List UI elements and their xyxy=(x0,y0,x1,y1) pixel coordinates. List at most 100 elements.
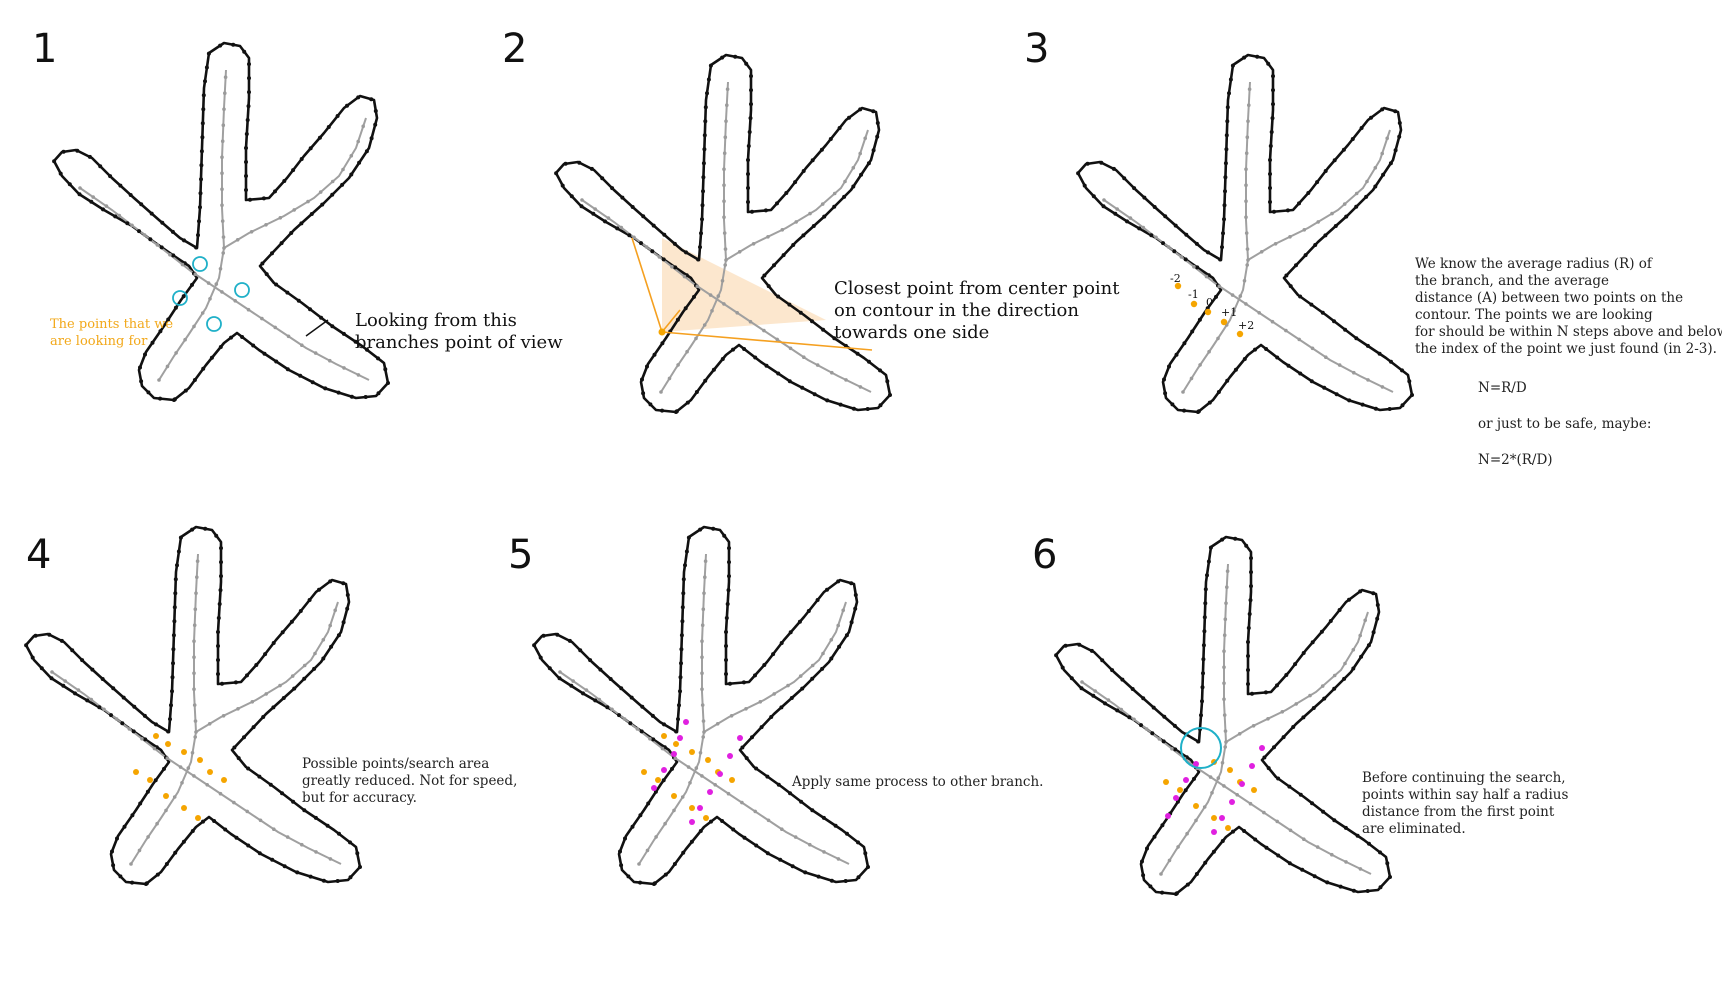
contour-point xyxy=(1224,133,1229,138)
contour-point xyxy=(663,872,668,877)
centerline-point xyxy=(1302,228,1307,232)
centerline-point xyxy=(700,655,704,659)
centerline-point xyxy=(192,671,196,675)
contour-point xyxy=(61,683,66,688)
centerline-point xyxy=(780,228,785,232)
contour-point xyxy=(336,633,341,638)
centerline-point xyxy=(1354,191,1359,196)
contour-point xyxy=(1344,214,1349,219)
contour-point xyxy=(1200,685,1205,690)
contour-point xyxy=(1174,891,1179,896)
centerline-point xyxy=(780,827,784,831)
pointer-line xyxy=(305,319,329,337)
centerline-point xyxy=(1248,801,1253,806)
centerline-point xyxy=(1337,363,1342,367)
contour-point xyxy=(218,345,223,349)
contour-point xyxy=(1306,191,1311,195)
centerline-point xyxy=(1245,263,1249,267)
contour-point xyxy=(199,149,204,154)
contour-point xyxy=(172,619,177,624)
contour-point xyxy=(698,245,702,250)
contour-point xyxy=(1264,347,1269,351)
contour-point xyxy=(762,663,767,667)
search-sector xyxy=(662,238,826,332)
contour-point xyxy=(1115,708,1120,713)
centerline-point xyxy=(725,87,730,91)
centerline-point xyxy=(858,151,862,156)
contour-point xyxy=(1266,766,1271,771)
centerline-point xyxy=(1223,745,1227,749)
contour-point xyxy=(683,563,687,568)
contour-point xyxy=(244,188,248,192)
contour-point xyxy=(681,850,686,855)
contour-point xyxy=(1388,875,1392,879)
centerline-point xyxy=(1141,225,1146,230)
contour-point xyxy=(1266,61,1271,66)
contour-point xyxy=(295,870,300,875)
contour-point xyxy=(1103,701,1107,706)
contour-point xyxy=(341,581,346,586)
contour-point xyxy=(661,778,666,783)
contour-point xyxy=(321,656,326,661)
centerline-point xyxy=(1308,693,1312,698)
contour-point xyxy=(1076,171,1081,176)
centerline-point xyxy=(1330,852,1334,857)
contour-point xyxy=(1312,874,1317,879)
contour-point xyxy=(1195,265,1200,270)
contour-point xyxy=(603,219,607,224)
contour-point xyxy=(605,705,610,710)
centerline-point xyxy=(1280,710,1285,714)
contour-point xyxy=(1388,161,1393,166)
contour-point xyxy=(1185,882,1190,887)
centerline-point xyxy=(663,821,667,826)
contour-point xyxy=(746,186,750,190)
centerline-point xyxy=(146,835,150,839)
contour-point xyxy=(75,148,80,153)
contour-point xyxy=(248,197,252,202)
centerline-point xyxy=(260,316,264,321)
centerline-point xyxy=(1247,87,1252,91)
centerline-point xyxy=(1380,151,1384,156)
centerline-point xyxy=(722,183,726,187)
contour-point xyxy=(244,146,248,150)
contour-point xyxy=(349,394,354,399)
contour-point xyxy=(724,616,729,620)
centerline-point xyxy=(1315,845,1320,849)
centerline-point xyxy=(722,199,726,203)
contour-point xyxy=(155,872,160,877)
centerline-point xyxy=(829,638,834,642)
panel-1-left-note: The points that we are looking for xyxy=(50,317,177,349)
contour-point xyxy=(727,560,731,565)
contour-point xyxy=(232,745,237,750)
centerline-point xyxy=(580,198,584,202)
contour-point xyxy=(251,343,256,348)
centerline-point xyxy=(306,199,310,204)
contour-point xyxy=(24,643,29,648)
contour-point xyxy=(192,378,197,382)
contour-point xyxy=(1400,403,1405,408)
contour-point xyxy=(765,774,770,779)
contour-point xyxy=(118,874,123,879)
centerline-point xyxy=(180,781,184,785)
contour-point xyxy=(759,725,764,730)
contour-point xyxy=(1202,629,1207,634)
contour-point xyxy=(234,835,239,840)
contour-point xyxy=(1338,884,1343,889)
centerline-point xyxy=(1245,247,1250,251)
centerline-point xyxy=(1352,370,1356,375)
centerline-point xyxy=(737,250,742,254)
centerline-point xyxy=(1223,617,1228,621)
contour-point xyxy=(39,666,44,671)
contour-point xyxy=(1063,643,1068,648)
contour-point xyxy=(1375,603,1380,607)
contour-point xyxy=(701,189,705,194)
centerline-point xyxy=(701,719,706,723)
contour-point xyxy=(244,132,249,136)
contour-point xyxy=(560,183,565,188)
centerline-point xyxy=(192,703,197,707)
contour-point xyxy=(750,209,754,214)
centerline-point xyxy=(222,107,226,111)
contour-point xyxy=(855,351,860,356)
contour-point xyxy=(1275,683,1279,688)
centerline-point xyxy=(192,687,196,691)
